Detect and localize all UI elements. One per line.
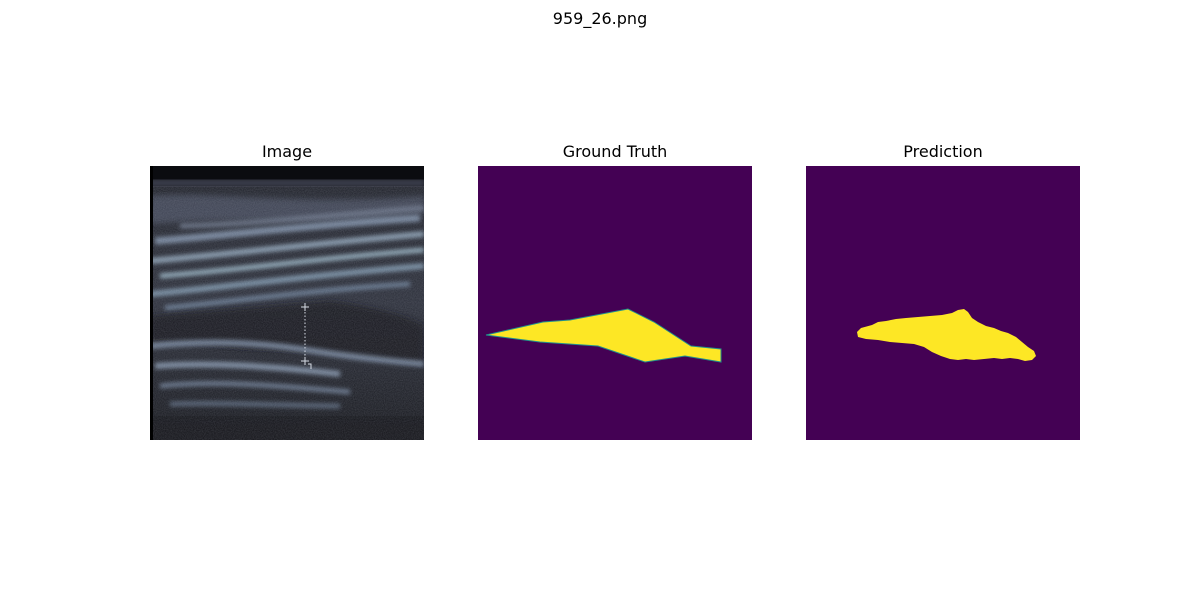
- figure-title: 959_26.png: [552, 9, 648, 28]
- prediction-region: [857, 309, 1036, 361]
- ultrasound-image: [150, 166, 424, 440]
- prediction-panel-title: Prediction: [903, 142, 983, 161]
- prediction-mask: [806, 166, 1080, 440]
- ground-truth-mask: [478, 166, 752, 440]
- ultrasound-image-canvas: [150, 166, 424, 440]
- prediction-canvas: [806, 166, 1080, 440]
- caliper-marks: [301, 303, 312, 369]
- ground-truth-canvas: [478, 166, 752, 440]
- ground-truth-panel-title: Ground Truth: [562, 142, 668, 161]
- image-panel-title: Image: [261, 142, 313, 161]
- ground-truth-region: [485, 308, 722, 363]
